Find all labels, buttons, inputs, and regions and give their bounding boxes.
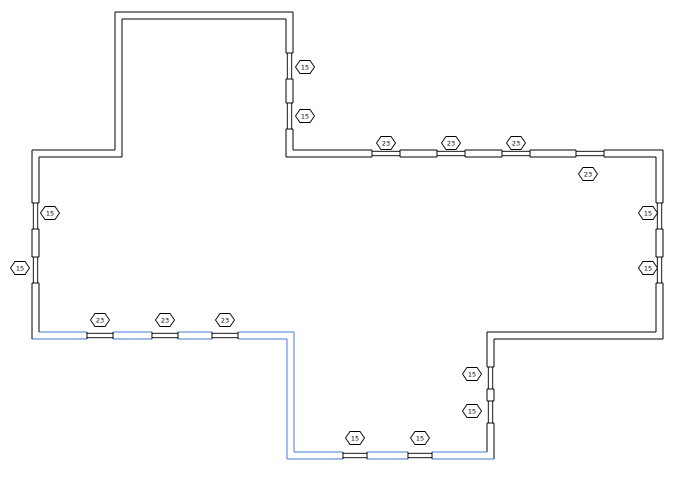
window-tag-label: 15 <box>416 434 424 442</box>
window-tag[interactable]: 23 <box>577 167 599 181</box>
window-tag-label: 15 <box>351 434 359 442</box>
window-tag-label: 15 <box>468 370 476 378</box>
window-tag[interactable]: 23 <box>214 313 236 327</box>
window-tag-label: 15 <box>468 407 476 415</box>
tag-hexagon-icon <box>577 167 599 181</box>
window-tag-label: 15 <box>644 264 652 272</box>
window-tag[interactable]: 15 <box>294 60 316 74</box>
tag-hexagon-icon <box>375 136 397 150</box>
window-tag[interactable]: 23 <box>154 313 176 327</box>
window-symbol[interactable] <box>342 451 368 460</box>
window-tag-label: 15 <box>301 112 309 120</box>
window-tag[interactable]: 15 <box>344 431 366 445</box>
window-tag[interactable]: 23 <box>89 313 111 327</box>
window-tag[interactable]: 15 <box>39 206 61 220</box>
window-tag[interactable]: 15 <box>9 261 31 275</box>
tag-hexagon-icon <box>637 261 659 275</box>
tag-hexagon-icon <box>440 136 462 150</box>
window-tag-label: 23 <box>161 316 169 324</box>
window-tag[interactable]: 23 <box>505 136 527 150</box>
window-symbol[interactable] <box>501 149 531 158</box>
window-tag[interactable]: 23 <box>375 136 397 150</box>
window-symbol[interactable] <box>407 451 433 460</box>
window-symbol[interactable] <box>31 256 40 284</box>
window-tag-label: 15 <box>16 264 24 272</box>
window-symbol[interactable] <box>655 256 664 284</box>
window-symbol[interactable] <box>211 331 239 340</box>
window-tag[interactable]: 15 <box>637 261 659 275</box>
window-tag-label: 23 <box>382 139 390 147</box>
window-symbol[interactable] <box>486 400 495 424</box>
window-tag[interactable]: 15 <box>637 206 659 220</box>
tag-hexagon-icon <box>461 404 483 418</box>
tag-hexagon-icon <box>39 206 61 220</box>
window-tag[interactable]: 15 <box>461 404 483 418</box>
window-tag-label: 23 <box>447 139 455 147</box>
tag-hexagon-icon <box>409 431 431 445</box>
tag-hexagon-icon <box>89 313 111 327</box>
tag-hexagon-icon <box>154 313 176 327</box>
window-tag-label: 15 <box>644 209 652 217</box>
window-tag[interactable]: 15 <box>294 109 316 123</box>
window-tag-label: 15 <box>46 209 54 217</box>
tag-hexagon-icon <box>505 136 527 150</box>
window-symbol[interactable] <box>285 52 294 80</box>
tag-hexagon-icon <box>294 109 316 123</box>
tag-hexagon-icon <box>461 367 483 381</box>
window-tag[interactable]: 23 <box>440 136 462 150</box>
window-symbol[interactable] <box>151 331 179 340</box>
window-tag-label: 15 <box>301 63 309 71</box>
window-tag[interactable]: 15 <box>409 431 431 445</box>
tag-hexagon-icon <box>9 261 31 275</box>
tag-hexagon-icon <box>294 60 316 74</box>
window-symbol[interactable] <box>655 202 664 230</box>
window-symbol[interactable] <box>575 149 605 158</box>
window-tag-label: 23 <box>512 139 520 147</box>
window-tag-label: 23 <box>221 316 229 324</box>
tag-hexagon-icon <box>344 431 366 445</box>
window-symbol[interactable] <box>486 366 495 390</box>
window-symbol[interactable] <box>285 102 294 130</box>
window-tag-label: 23 <box>584 170 592 178</box>
window-symbol[interactable] <box>86 331 114 340</box>
window-symbol[interactable] <box>31 202 40 230</box>
window-symbol[interactable] <box>436 149 466 158</box>
tag-hexagon-icon <box>637 206 659 220</box>
window-tag[interactable]: 15 <box>461 367 483 381</box>
window-symbol[interactable] <box>371 149 401 158</box>
window-tag-label: 23 <box>96 316 104 324</box>
tag-hexagon-icon <box>214 313 236 327</box>
